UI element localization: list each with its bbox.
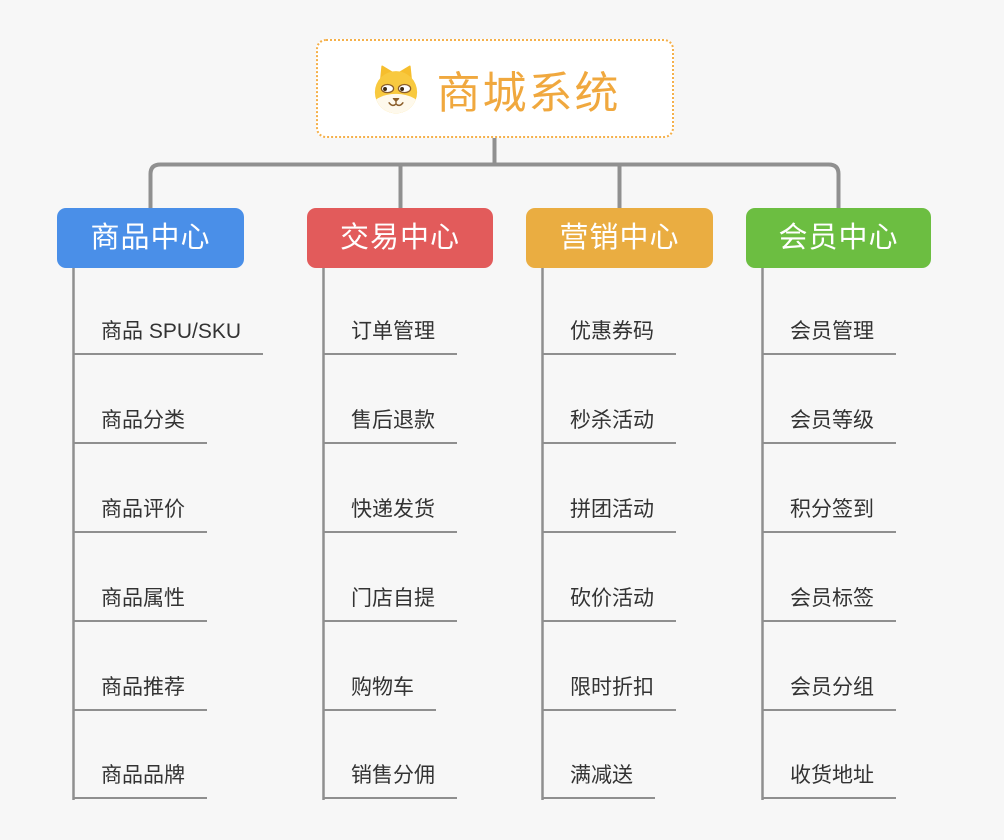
branch-node-marketing-center[interactable]: 营销中心 <box>526 208 713 268</box>
branch-marketing-center: 营销中心 优惠券码 秒杀活动 拼团活动 砍价活动 限时折扣 满减送 <box>526 208 766 828</box>
leaf-node-bargain-activity[interactable]: 砍价活动 <box>542 587 676 622</box>
leaf-node-member-group[interactable]: 会员分组 <box>762 676 896 711</box>
branch-member-center: 会员中心 会员管理 会员等级 积分签到 会员标签 会员分组 收货地址 <box>746 208 1004 828</box>
leaf-node-group-buy[interactable]: 拼团活动 <box>542 498 676 533</box>
root-node[interactable]: 商城系统 <box>316 39 674 138</box>
leaf-node-sales-commission[interactable]: 销售分佣 <box>323 764 457 799</box>
leaf-node-points-checkin[interactable]: 积分签到 <box>762 498 896 533</box>
branch-product-center: 商品中心 商品 SPU/SKU 商品分类 商品评价 商品属性 商品推荐 商品品牌 <box>57 208 317 828</box>
leaf-node-product-review[interactable]: 商品评价 <box>73 498 207 533</box>
leaf-node-member-tag[interactable]: 会员标签 <box>762 587 896 622</box>
branch-trade-center: 交易中心 订单管理 售后退款 快递发货 门店自提 购物车 销售分佣 <box>307 208 567 828</box>
leaf-node-full-reduction[interactable]: 满减送 <box>542 764 655 799</box>
leaf-node-store-pickup[interactable]: 门店自提 <box>323 587 457 622</box>
branch-node-product-center[interactable]: 商品中心 <box>57 208 244 268</box>
leaf-node-member-level[interactable]: 会员等级 <box>762 409 896 444</box>
leaf-node-product-attribute[interactable]: 商品属性 <box>73 587 207 622</box>
leaf-node-coupon-code[interactable]: 优惠券码 <box>542 320 676 355</box>
leaf-node-aftersale-refund[interactable]: 售后退款 <box>323 409 457 444</box>
branch-node-member-center[interactable]: 会员中心 <box>746 208 931 268</box>
shiba-dog-icon <box>370 63 422 115</box>
leaf-node-product-recommend[interactable]: 商品推荐 <box>73 676 207 711</box>
leaf-node-express-delivery[interactable]: 快递发货 <box>323 498 457 533</box>
branch-node-trade-center[interactable]: 交易中心 <box>307 208 493 268</box>
leaf-node-product-category[interactable]: 商品分类 <box>73 409 207 444</box>
leaf-node-product-spu-sku[interactable]: 商品 SPU/SKU <box>73 320 264 355</box>
root-title: 商城系统 <box>436 68 621 118</box>
leaf-node-flash-sale[interactable]: 秒杀活动 <box>542 409 676 444</box>
leaf-node-product-brand[interactable]: 商品品牌 <box>73 764 207 799</box>
leaf-node-shipping-address[interactable]: 收货地址 <box>762 764 896 799</box>
beam-line <box>148 162 841 208</box>
leaf-node-member-management[interactable]: 会员管理 <box>762 320 896 355</box>
leaf-node-order-management[interactable]: 订单管理 <box>323 320 457 355</box>
leaf-node-shopping-cart[interactable]: 购物车 <box>323 676 436 711</box>
leaf-node-limited-time-discount[interactable]: 限时折扣 <box>542 676 676 711</box>
